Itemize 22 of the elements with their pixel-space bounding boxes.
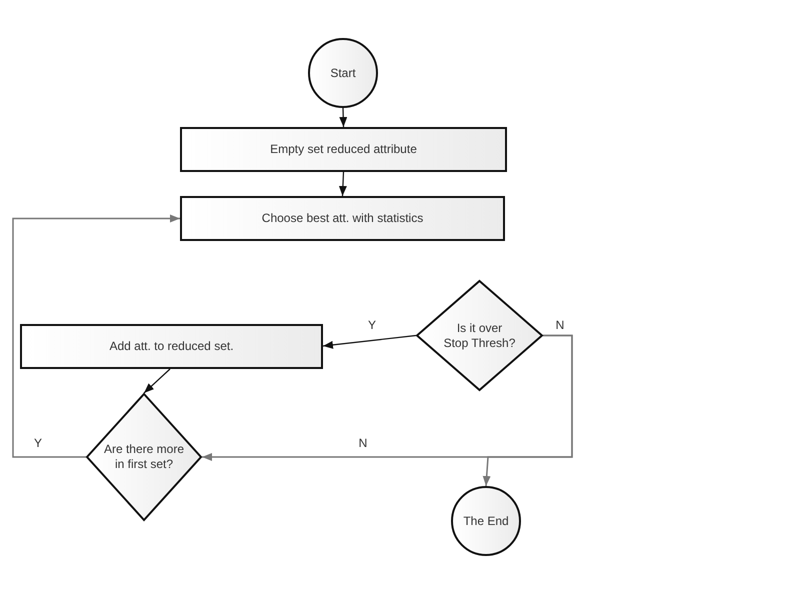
flow-arrow: [338, 172, 347, 196]
edge-label: Y: [366, 318, 378, 332]
flow-arrow: [482, 334, 573, 486]
node-label: Are there more in first set?: [102, 442, 186, 472]
flow-arrow: [144, 368, 170, 394]
flow-arrow: [339, 108, 348, 128]
edge-label: N: [554, 318, 566, 332]
node-label: Start: [330, 66, 356, 80]
node-label: Empty set reduced attribute: [270, 142, 417, 157]
node-label: Add att. to reduced set.: [109, 339, 234, 354]
process-box: [180, 127, 507, 172]
flow-arrow: [12, 214, 180, 458]
node-label: The End: [463, 514, 509, 528]
process-box: [180, 196, 505, 241]
decision-diamond: [86, 393, 202, 521]
process-box: [20, 324, 323, 369]
node-label: Choose best att. with statistics: [262, 211, 424, 226]
flow-arrow: [322, 334, 416, 349]
edge-label: Y: [32, 436, 44, 450]
node-label: Is it over Stop Thresh?: [443, 320, 516, 350]
edge-label: N: [356, 436, 370, 450]
decision-diamond: [416, 280, 543, 391]
